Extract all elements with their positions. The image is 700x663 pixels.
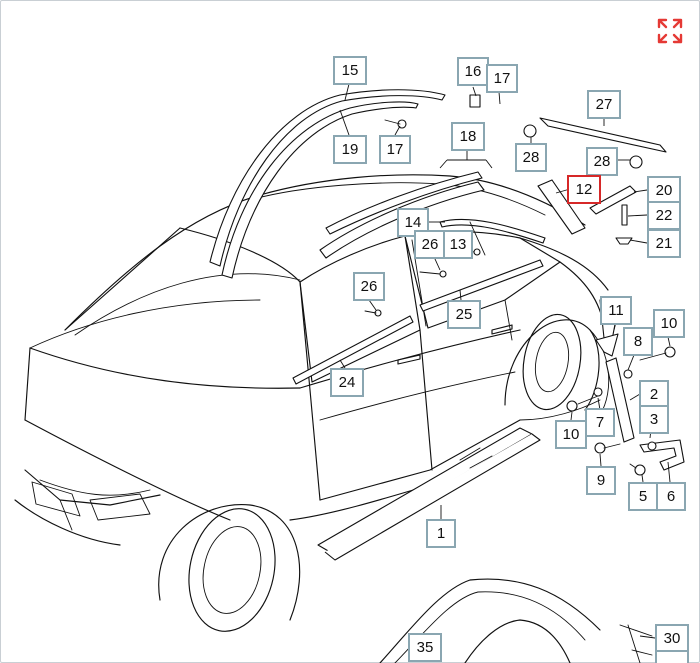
callout-27[interactable]: 27 xyxy=(587,90,621,119)
callout-18[interactable]: 18 xyxy=(451,122,485,151)
callout-25[interactable]: 25 xyxy=(447,300,481,329)
callout-26-top[interactable]: 26 xyxy=(414,230,446,259)
pillar-and-sill-parts xyxy=(317,297,685,561)
callout-11[interactable]: 11 xyxy=(600,296,632,325)
roof-trim-parts xyxy=(209,89,667,385)
callout-35[interactable]: 35 xyxy=(408,633,442,662)
expand-arrows-icon[interactable] xyxy=(656,17,684,45)
callout-28-left[interactable]: 28 xyxy=(515,143,547,172)
callout-3[interactable]: 3 xyxy=(639,405,669,434)
callout-15[interactable]: 15 xyxy=(333,56,367,85)
callout-12-highlighted[interactable]: 12 xyxy=(567,175,601,204)
callout-2[interactable]: 2 xyxy=(639,380,669,409)
callout-10-left[interactable]: 10 xyxy=(555,420,587,449)
callout-5[interactable]: 5 xyxy=(628,482,658,511)
callout-14[interactable]: 14 xyxy=(397,208,429,237)
callout-30[interactable]: 30 xyxy=(655,624,689,653)
callout-24[interactable]: 24 xyxy=(330,368,364,397)
callout-8[interactable]: 8 xyxy=(623,327,653,356)
car-body-outline xyxy=(14,174,610,632)
leader-lines xyxy=(339,83,671,639)
callout-20[interactable]: 20 xyxy=(647,176,681,205)
callout-21[interactable]: 21 xyxy=(647,229,681,258)
callout-6[interactable]: 6 xyxy=(656,482,686,511)
callout-1[interactable]: 1 xyxy=(426,519,456,548)
callout-16[interactable]: 16 xyxy=(457,57,489,86)
callout-9[interactable]: 9 xyxy=(586,466,616,495)
callout-19[interactable]: 19 xyxy=(333,135,367,164)
callout-26-left[interactable]: 26 xyxy=(353,272,385,301)
callout-partial-bottom[interactable] xyxy=(655,650,689,663)
callout-13[interactable]: 13 xyxy=(443,230,473,259)
callout-17-top[interactable]: 17 xyxy=(486,64,518,93)
callout-28-right[interactable]: 28 xyxy=(586,147,618,176)
callout-22[interactable]: 22 xyxy=(647,201,681,230)
callout-10-right[interactable]: 10 xyxy=(653,309,685,338)
callout-7[interactable]: 7 xyxy=(585,408,615,437)
callout-17-left[interactable]: 17 xyxy=(379,135,411,164)
